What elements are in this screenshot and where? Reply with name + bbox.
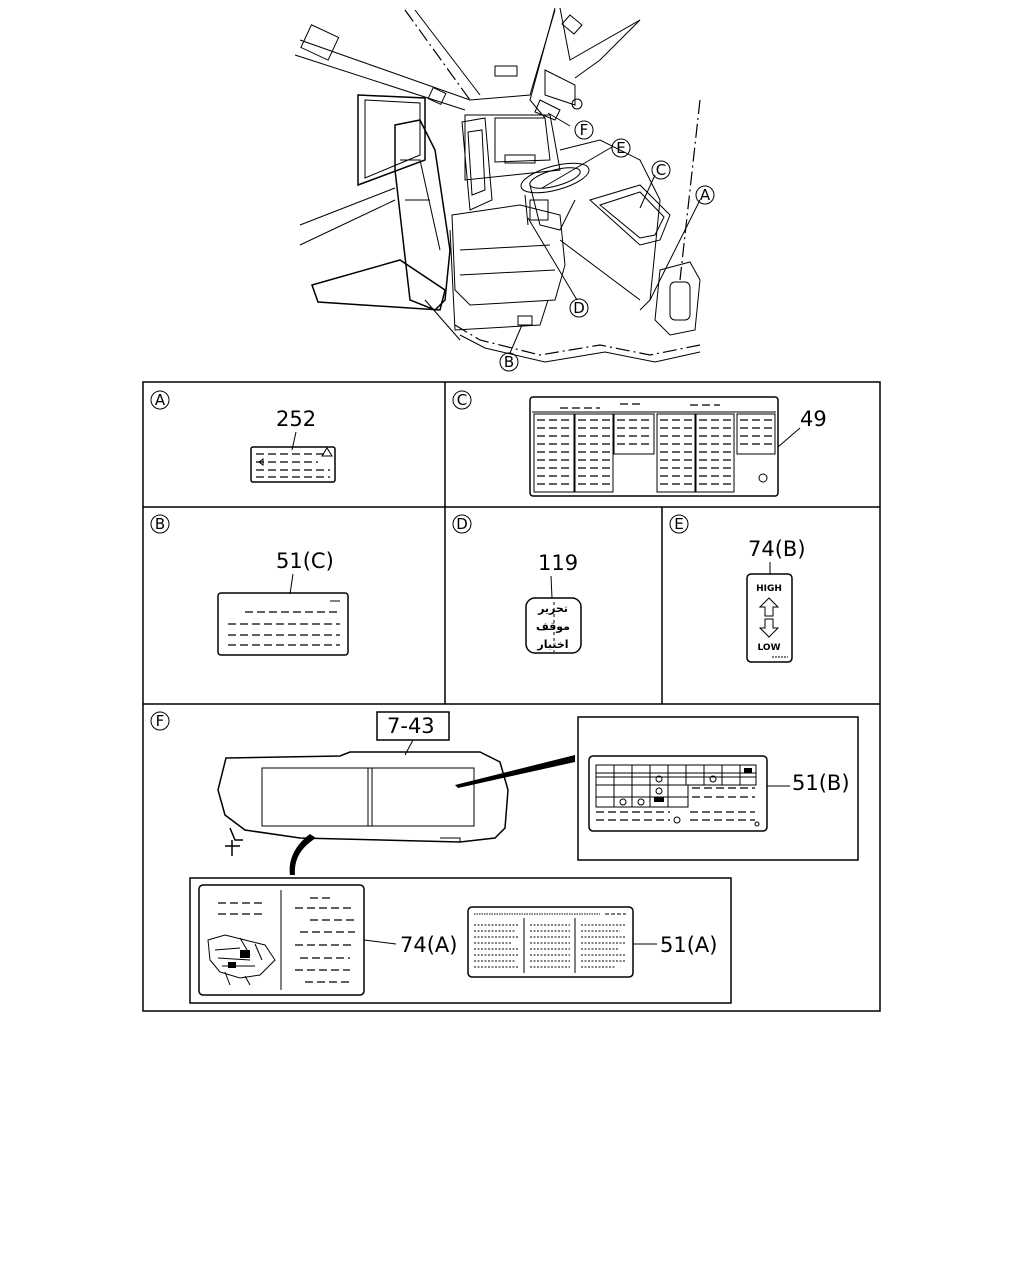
arrow-up-icon	[758, 597, 780, 617]
panel-letter: D	[456, 515, 468, 533]
part-number-label: 119	[538, 551, 578, 575]
part-number-label: 51(B)	[792, 771, 850, 795]
fuse-grid	[533, 403, 776, 493]
pointer-curve	[289, 834, 316, 875]
callout-letter: E	[616, 139, 625, 157]
callout-letter: A	[700, 186, 711, 204]
shift-label-1: تحرير	[537, 602, 568, 615]
panel-letter: F	[156, 712, 165, 730]
cab-interior-illustration	[294, 7, 701, 363]
part-number-label: 51(C)	[276, 549, 334, 573]
overview-callout-d: D	[569, 298, 589, 318]
overview-callout-b: B	[499, 352, 519, 372]
panel-letter: A	[155, 391, 166, 409]
shift-label-3: اختبار	[536, 638, 568, 651]
part-number-label: 74(B)	[748, 537, 806, 561]
overview-callout-c: C	[651, 160, 671, 180]
pointer-wedge	[455, 755, 575, 788]
panel-c: C 49	[452, 390, 827, 497]
overview-callout-a: A	[695, 185, 715, 205]
detail-grid	[142, 381, 881, 1012]
hands-illustration-icon	[207, 934, 276, 986]
visor-part-label: 7-43	[387, 714, 435, 738]
panel-letter: E	[674, 515, 683, 533]
callout-letter: D	[573, 299, 585, 317]
callout-letter: B	[504, 353, 514, 371]
overview-callout-e: E	[611, 138, 631, 158]
panel-e: E 74(B) HIGH LOW	[669, 514, 806, 663]
shift-label-2: موقف	[536, 620, 570, 633]
callout-letter: F	[580, 121, 589, 139]
switch-label-grid	[595, 764, 757, 808]
panel-letter: B	[155, 515, 165, 533]
panel-b: B 51(C)	[150, 514, 349, 656]
panel-d: D 119 تحرير موقف اختبار	[452, 514, 582, 654]
inset-74a-51a: 74(A) 51(A)	[189, 877, 732, 1004]
part-number-label: 252	[276, 407, 316, 431]
overview-callout-f: F	[574, 120, 594, 140]
part-number-label: 51(A)	[660, 933, 717, 957]
panel-letter: C	[457, 391, 467, 409]
sun-visor: 7-43	[217, 711, 575, 875]
arrow-down-icon	[758, 618, 780, 638]
callout-letter: C	[656, 161, 666, 179]
part-number-label: 74(A)	[400, 933, 457, 957]
low-label: LOW	[758, 643, 781, 653]
high-label: HIGH	[756, 584, 782, 594]
part-number-label: 49	[800, 407, 827, 431]
panel-a: A 252	[150, 390, 336, 483]
panel-f: F 7-43	[150, 711, 859, 1004]
inset-51b: 51(B)	[577, 716, 859, 861]
